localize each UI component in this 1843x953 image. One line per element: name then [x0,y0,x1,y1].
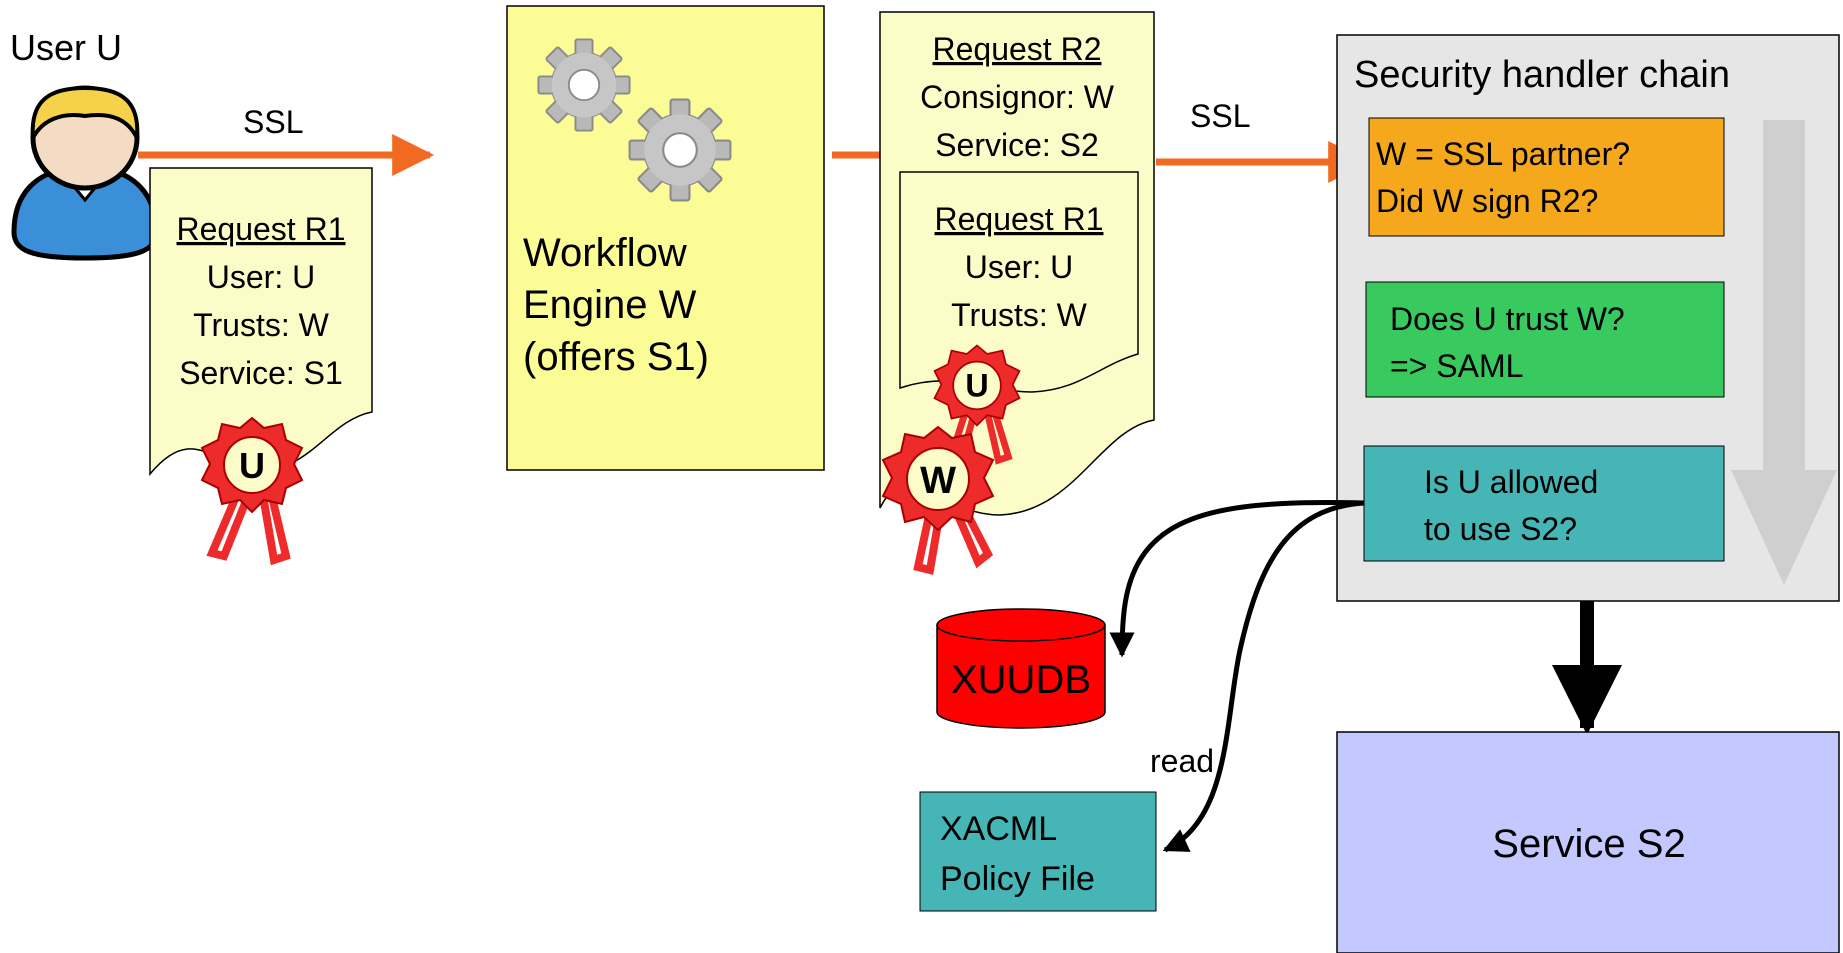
check-authorization-box [1363,445,1725,562]
check-ssl-partner-line: Did W sign R2? [1376,183,1598,219]
check-authorization-line: Is U allowed [1424,464,1598,500]
read-arrow-xacml [1162,500,1365,853]
inner-request-r1-title: Request R1 [935,201,1104,237]
check-ssl-partner-line: W = SSL partner? [1376,136,1630,172]
workflow-engine-line: (offers S1) [523,335,709,379]
service-s2-box [1336,731,1840,953]
request-r2-document: Request R2 Consignor: W Service: S2 Requ… [879,11,1155,516]
seal-u-text: U [239,445,265,486]
request-r2-title: Request R2 [933,31,1102,67]
security-chain-title: Security handler chain [1354,54,1730,96]
xuudb-label: XUUDB [951,658,1091,702]
chain-flow-arrow-icon [1731,120,1837,585]
user-label: User U [10,27,122,68]
seal-w-text: W [920,460,956,502]
inner-request-r1-line: Trusts: W [951,297,1087,333]
xacml-policy-file-box [919,791,1157,912]
request-r1-document: Request R1 User: U Trusts: W Service: S1 [149,167,373,477]
workflow-engine-line: Engine W [523,283,697,327]
seal-u-text: U [965,368,988,404]
check-authorization-line: to use S2? [1424,511,1577,547]
request-r1-line: Service: S1 [179,355,343,391]
request-r1-line: Trusts: W [193,307,329,343]
check-ssl-partner-box [1368,117,1725,237]
inner-request-r1-line: User: U [965,249,1073,285]
seal-w-icon: W [881,425,995,575]
inner-request-r1-document [899,171,1139,393]
user-avatar-icon [11,85,159,261]
request-r2-line: Consignor: W [920,79,1115,115]
xuudb-database-icon [936,608,1106,729]
request-r1-title: Request R1 [177,211,346,247]
read-label: read [1150,743,1214,779]
workflow-engine-line: Workflow [523,231,687,275]
check-saml-box [1365,281,1725,398]
ssl-label-left: SSL [243,104,303,140]
seal-u-icon: U [200,416,304,566]
read-arrow-xuudb [1109,500,1365,658]
service-s2-label: Service S2 [1492,822,1685,866]
request-r2-line: Service: S2 [935,127,1099,163]
seal-u-icon: U [933,344,1021,465]
ssl-label-right: SSL [1190,98,1250,134]
xacml-policy-file-line: Policy File [940,860,1095,898]
request-r1-line: User: U [207,259,315,295]
xacml-policy-file-line: XACML [940,810,1057,848]
check-saml-line: Does U trust W? [1390,301,1625,337]
check-saml-line: => SAML [1390,348,1523,384]
